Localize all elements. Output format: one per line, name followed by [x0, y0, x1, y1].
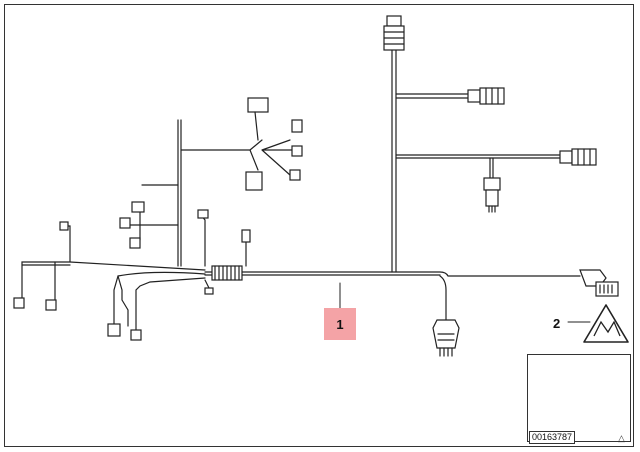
lower-left-branches — [107, 271, 214, 341]
callout-1: 1 — [324, 308, 356, 340]
callout-1-label: 1 — [336, 316, 344, 332]
upper-right-branch — [391, 34, 561, 273]
warning-triangle-icon — [583, 304, 629, 343]
right-end-connector — [579, 269, 619, 297]
vertical-pin-connector — [241, 229, 251, 267]
large-connector-branch — [432, 275, 460, 357]
document-number: 00163787 — [529, 431, 576, 444]
left-harness-section — [13, 221, 206, 311]
corrugated-sleeve — [211, 265, 243, 281]
main-harness-trunk — [204, 271, 581, 277]
vehicle-thumbnail-frame — [527, 354, 631, 442]
callout-2: 2 — [553, 316, 560, 331]
connector-mid-right-2 — [559, 148, 597, 166]
connector-mid-right-3 — [483, 177, 501, 213]
upper-left-branch — [119, 97, 303, 267]
top-connector — [383, 15, 405, 51]
callout-2-label: 2 — [553, 316, 561, 331]
corner-triangle-icon: △ — [618, 433, 625, 443]
connector-mid-right-1 — [467, 87, 505, 105]
